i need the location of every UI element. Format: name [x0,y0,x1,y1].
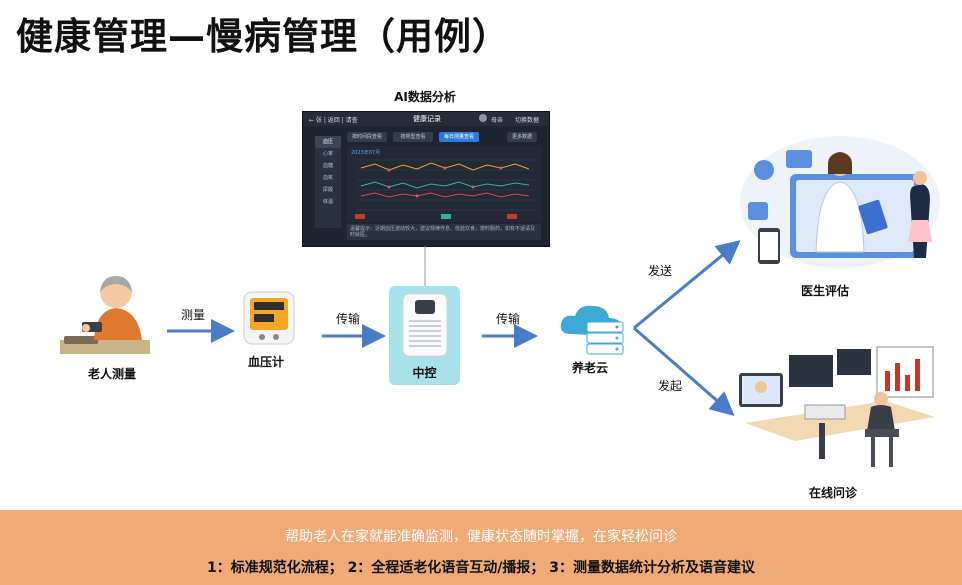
elder-measuring-illustration [60,276,150,354]
transmit-label-1: 传输 [336,312,361,326]
screenshot-sidebar: 血压 心率 血糖 血氧 尿酸 体温 [315,136,341,228]
screenshot-user: 母亲 [491,117,504,124]
elder-label: 老人测量 [87,367,136,381]
arrow-send [633,240,741,330]
doctor-label: 医生评估 [800,284,849,298]
screenshot-back: ← 张 | 返回 | 请查 [309,117,358,124]
initiate-label: 发起 [658,379,683,393]
send-label: 发送 [648,264,673,278]
screenshot-tab-active: 每日测量查看 [439,132,479,142]
screenshot-note: 温馨提示：近期血压波动较大，建议规律作息、低盐饮食，按时服药，如有不适请及时就医… [347,224,541,240]
screenshot-header-right: 切换数据 [515,117,540,124]
health-record-screenshot: ← 张 | 返回 | 请查 健康记录 母亲 切换数据 血压 心率 血糖 血氧 尿… [302,111,550,247]
online-consultation-illustration [739,346,935,467]
summary-banner [0,510,962,585]
side-item: 尿酸 [322,187,333,193]
cloud-label: 养老云 [571,361,608,375]
trend-lines [355,159,535,219]
page-title: 健康管理—慢病管理（用例） [16,15,510,58]
screenshot-tab: 更多数据 [507,132,537,142]
screenshot-caption: AI数据分析 [394,90,456,104]
screenshot-date: 2023年07月 [351,150,381,156]
screenshot-header-title: 健康记录 [413,115,441,123]
banner-features: 1：标准规范化流程； 2：全程适老化语音互动/播报； 3：测量数据统计分析及语音… [206,560,756,576]
screenshot-tabs: 按时间段查看 按类型查看 每日测量查看 更多数据 [347,132,537,142]
cloud-server-icon [560,305,624,355]
screenshot-topbar: ← 张 | 返回 | 请查 健康记录 母亲 切换数据 [303,112,549,126]
arrow-initiate [633,326,735,416]
screenshot-tab: 按类型查看 [393,132,433,142]
consult-label: 在线问诊 [808,486,857,500]
side-item: 体温 [322,199,333,205]
meter-label: 血压计 [247,355,284,369]
transmit-label-2: 传输 [496,312,521,326]
side-item: 心率 [322,151,333,157]
hub-label: 中控 [412,366,437,380]
measure-label: 测量 [181,308,206,322]
screenshot-chart: 2023年07月 [347,146,541,222]
blood-pressure-meter-icon [243,291,295,345]
side-item: 血氧 [322,175,333,181]
banner-summary: 帮助老人在家就能准确监测，健康状态随时掌握，在家轻松问诊 [285,529,677,545]
flow-connectors [167,240,741,416]
doctor-evaluation-illustration [740,136,940,268]
screenshot-tab: 按时间段查看 [347,132,387,142]
hub-device-icon [402,293,448,357]
user-avatar [479,114,487,122]
side-item: 血压 [315,136,341,148]
side-item: 血糖 [322,163,333,169]
